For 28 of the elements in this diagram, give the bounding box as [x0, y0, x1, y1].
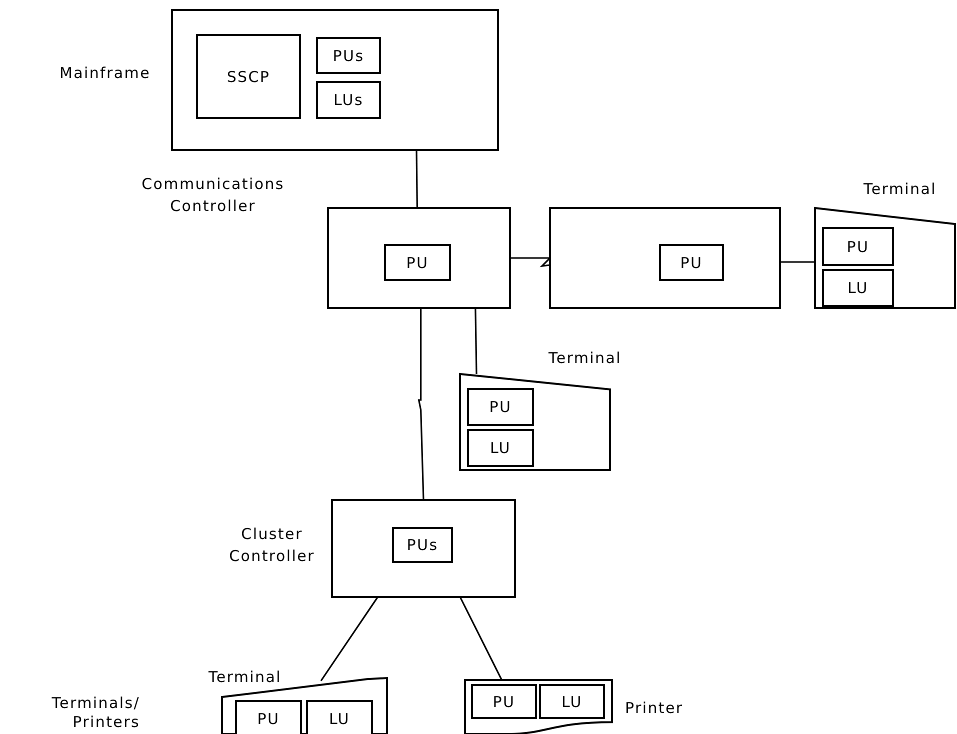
component-label: PU — [489, 398, 512, 416]
component-label: LU — [562, 692, 582, 710]
component-label: LU — [848, 279, 868, 297]
connector-line — [416, 150, 418, 208]
component-label: PU — [680, 254, 703, 272]
connector-line — [418, 308, 424, 500]
device-label: Cluster Controller — [228, 524, 316, 567]
device-label: Communications Controller — [140, 174, 286, 217]
device-label: Mainframe — [58, 63, 152, 84]
device-label: Printer — [625, 698, 684, 719]
component-label: PUs — [406, 536, 438, 554]
component-label: LUs — [333, 91, 364, 109]
connector-line — [459, 596, 502, 680]
device-label: Terminal — [548, 348, 622, 369]
component-label: SSCP — [226, 68, 270, 86]
component-label: PU — [846, 238, 870, 256]
connector-line — [780, 261, 815, 263]
device-label: Terminal — [208, 667, 282, 688]
group-label: Terminals/ Printers — [50, 694, 140, 732]
connector-line — [320, 596, 378, 682]
component-label: PUs — [332, 46, 364, 64]
component-label: PU — [257, 710, 280, 728]
component-label: LU — [490, 439, 511, 457]
device-label: Terminal — [862, 179, 938, 200]
connector-line — [474, 308, 478, 374]
component-label: PU — [406, 254, 429, 272]
component-label: LU — [329, 710, 350, 728]
component-label: PU — [492, 692, 516, 710]
